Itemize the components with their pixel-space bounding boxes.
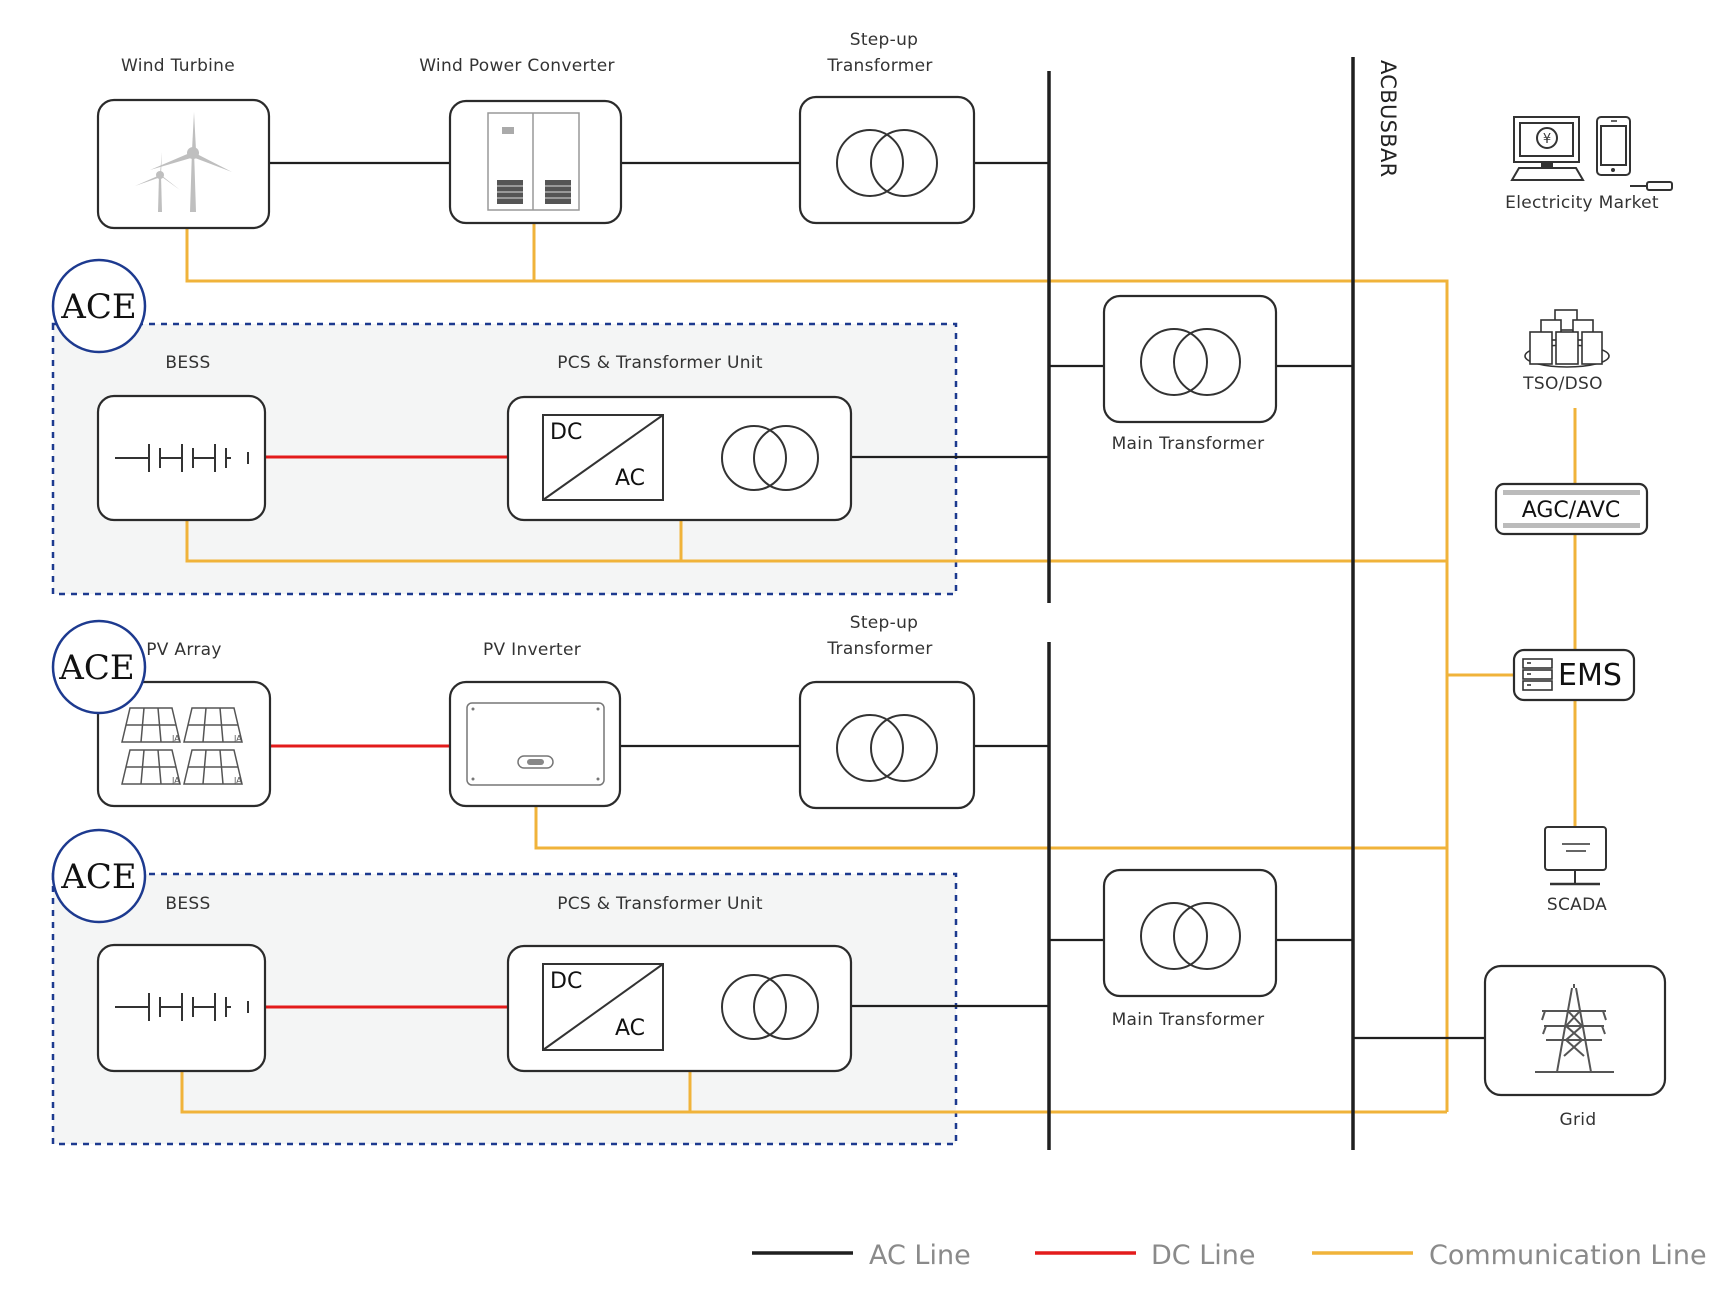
pcs-2-ac-text: AC — [615, 1016, 645, 1041]
stepup-transformer-1-label-a: Step-up — [850, 30, 919, 50]
main-transformer-1-icon — [1140, 328, 1241, 396]
ems-label: EMS — [1558, 658, 1622, 693]
communication-lines — [180, 222, 1577, 1114]
tso-dso-label: TSO/DSO — [1522, 374, 1603, 394]
legend: AC Line DC Line Communication Line — [752, 1240, 1707, 1271]
main-transformer-1-box — [1102, 294, 1278, 424]
battery-icon — [115, 444, 249, 472]
computer-icon: ¥ — [1510, 116, 1585, 181]
pcs-2-label: PCS & Transformer Unit — [557, 894, 763, 914]
dc-ac-converter-icon: DC AC — [542, 414, 664, 501]
main-transformer-2-label: Main Transformer — [1112, 1010, 1265, 1030]
transformer-icon — [836, 714, 938, 782]
server-cluster-icon — [1524, 309, 1610, 368]
main-transformer-2-icon — [1140, 902, 1241, 970]
pcs-2-transformer-icon — [721, 974, 819, 1040]
stepup-transformer-1-box — [798, 95, 976, 225]
pcs-1-transformer-icon — [721, 425, 819, 491]
stepup-transformer-2-box — [798, 680, 976, 810]
ace-badge-1 — [51, 258, 147, 354]
agc-avc-box — [1494, 482, 1649, 536]
ac-lines — [269, 161, 1485, 1040]
server-rack-icon — [1522, 658, 1553, 691]
ac-busbar-label: ACBUSBAR — [1376, 60, 1400, 178]
grid-label: Grid — [1560, 1110, 1597, 1130]
battery-icon — [115, 993, 249, 1021]
pv-inverter-label: PV Inverter — [483, 640, 581, 660]
dc-lines — [265, 455, 508, 1009]
bess-1-label: BESS — [165, 353, 210, 373]
pcs-2-dc-text: DC — [550, 969, 582, 994]
ja-badge-4: JA — [233, 776, 242, 785]
ja-badge-2: JA — [233, 734, 242, 743]
transmission-tower-icon — [1535, 984, 1614, 1073]
wind-turbine-icon — [135, 112, 232, 212]
stepup-transformer-2-label-a: Step-up — [850, 613, 919, 633]
transformer-icon — [836, 129, 938, 197]
legend-ac-label: AC Line — [869, 1240, 971, 1271]
dc-ac-converter-icon: DC AC — [542, 963, 664, 1051]
ace-badge-2 — [51, 619, 147, 715]
wind-turbine-label: Wind Turbine — [121, 56, 235, 76]
stepup-transformer-1-label-b: Transformer — [826, 56, 932, 76]
electricity-market-label: Electricity Market — [1505, 193, 1659, 213]
grid-box — [1483, 964, 1667, 1097]
pcs-1-label: PCS & Transformer Unit — [557, 353, 763, 373]
pcs-1-ac-text: AC — [615, 466, 645, 491]
inverter-icon — [466, 702, 605, 786]
yuan-symbol: ¥ — [1543, 132, 1551, 147]
wind-turbine-box — [96, 98, 271, 230]
stepup-transformer-2-label-b: Transformer — [826, 639, 932, 659]
main-transformer-2-box — [1102, 868, 1278, 998]
pv-array-label: PV Array — [146, 640, 221, 660]
main-transformer-1-label: Main Transformer — [1112, 434, 1265, 454]
ja-badge-1: JA — [171, 734, 180, 743]
ace-badge-1-text: ACE — [60, 287, 136, 327]
monitor-icon — [1544, 826, 1607, 886]
ja-badge-3: JA — [171, 776, 180, 785]
solar-panel-icon: JA JA JA JA — [121, 707, 243, 785]
pcs-1-dc-text: DC — [550, 420, 582, 445]
wind-converter-label: Wind Power Converter — [419, 56, 615, 76]
legend-comm-label: Communication Line — [1429, 1240, 1707, 1271]
scada-label: SCADA — [1547, 895, 1607, 915]
converter-cabinet-icon — [487, 112, 580, 211]
legend-dc-label: DC Line — [1151, 1240, 1256, 1271]
ace-badge-3 — [51, 828, 147, 924]
phone-icon — [1596, 116, 1673, 191]
bess-2-label: BESS — [165, 894, 210, 914]
ace-badge-3-text: ACE — [60, 857, 136, 897]
ace-badge-2-text: ACE — [58, 648, 134, 688]
agc-avc-label: AGC/AVC — [1522, 498, 1621, 523]
